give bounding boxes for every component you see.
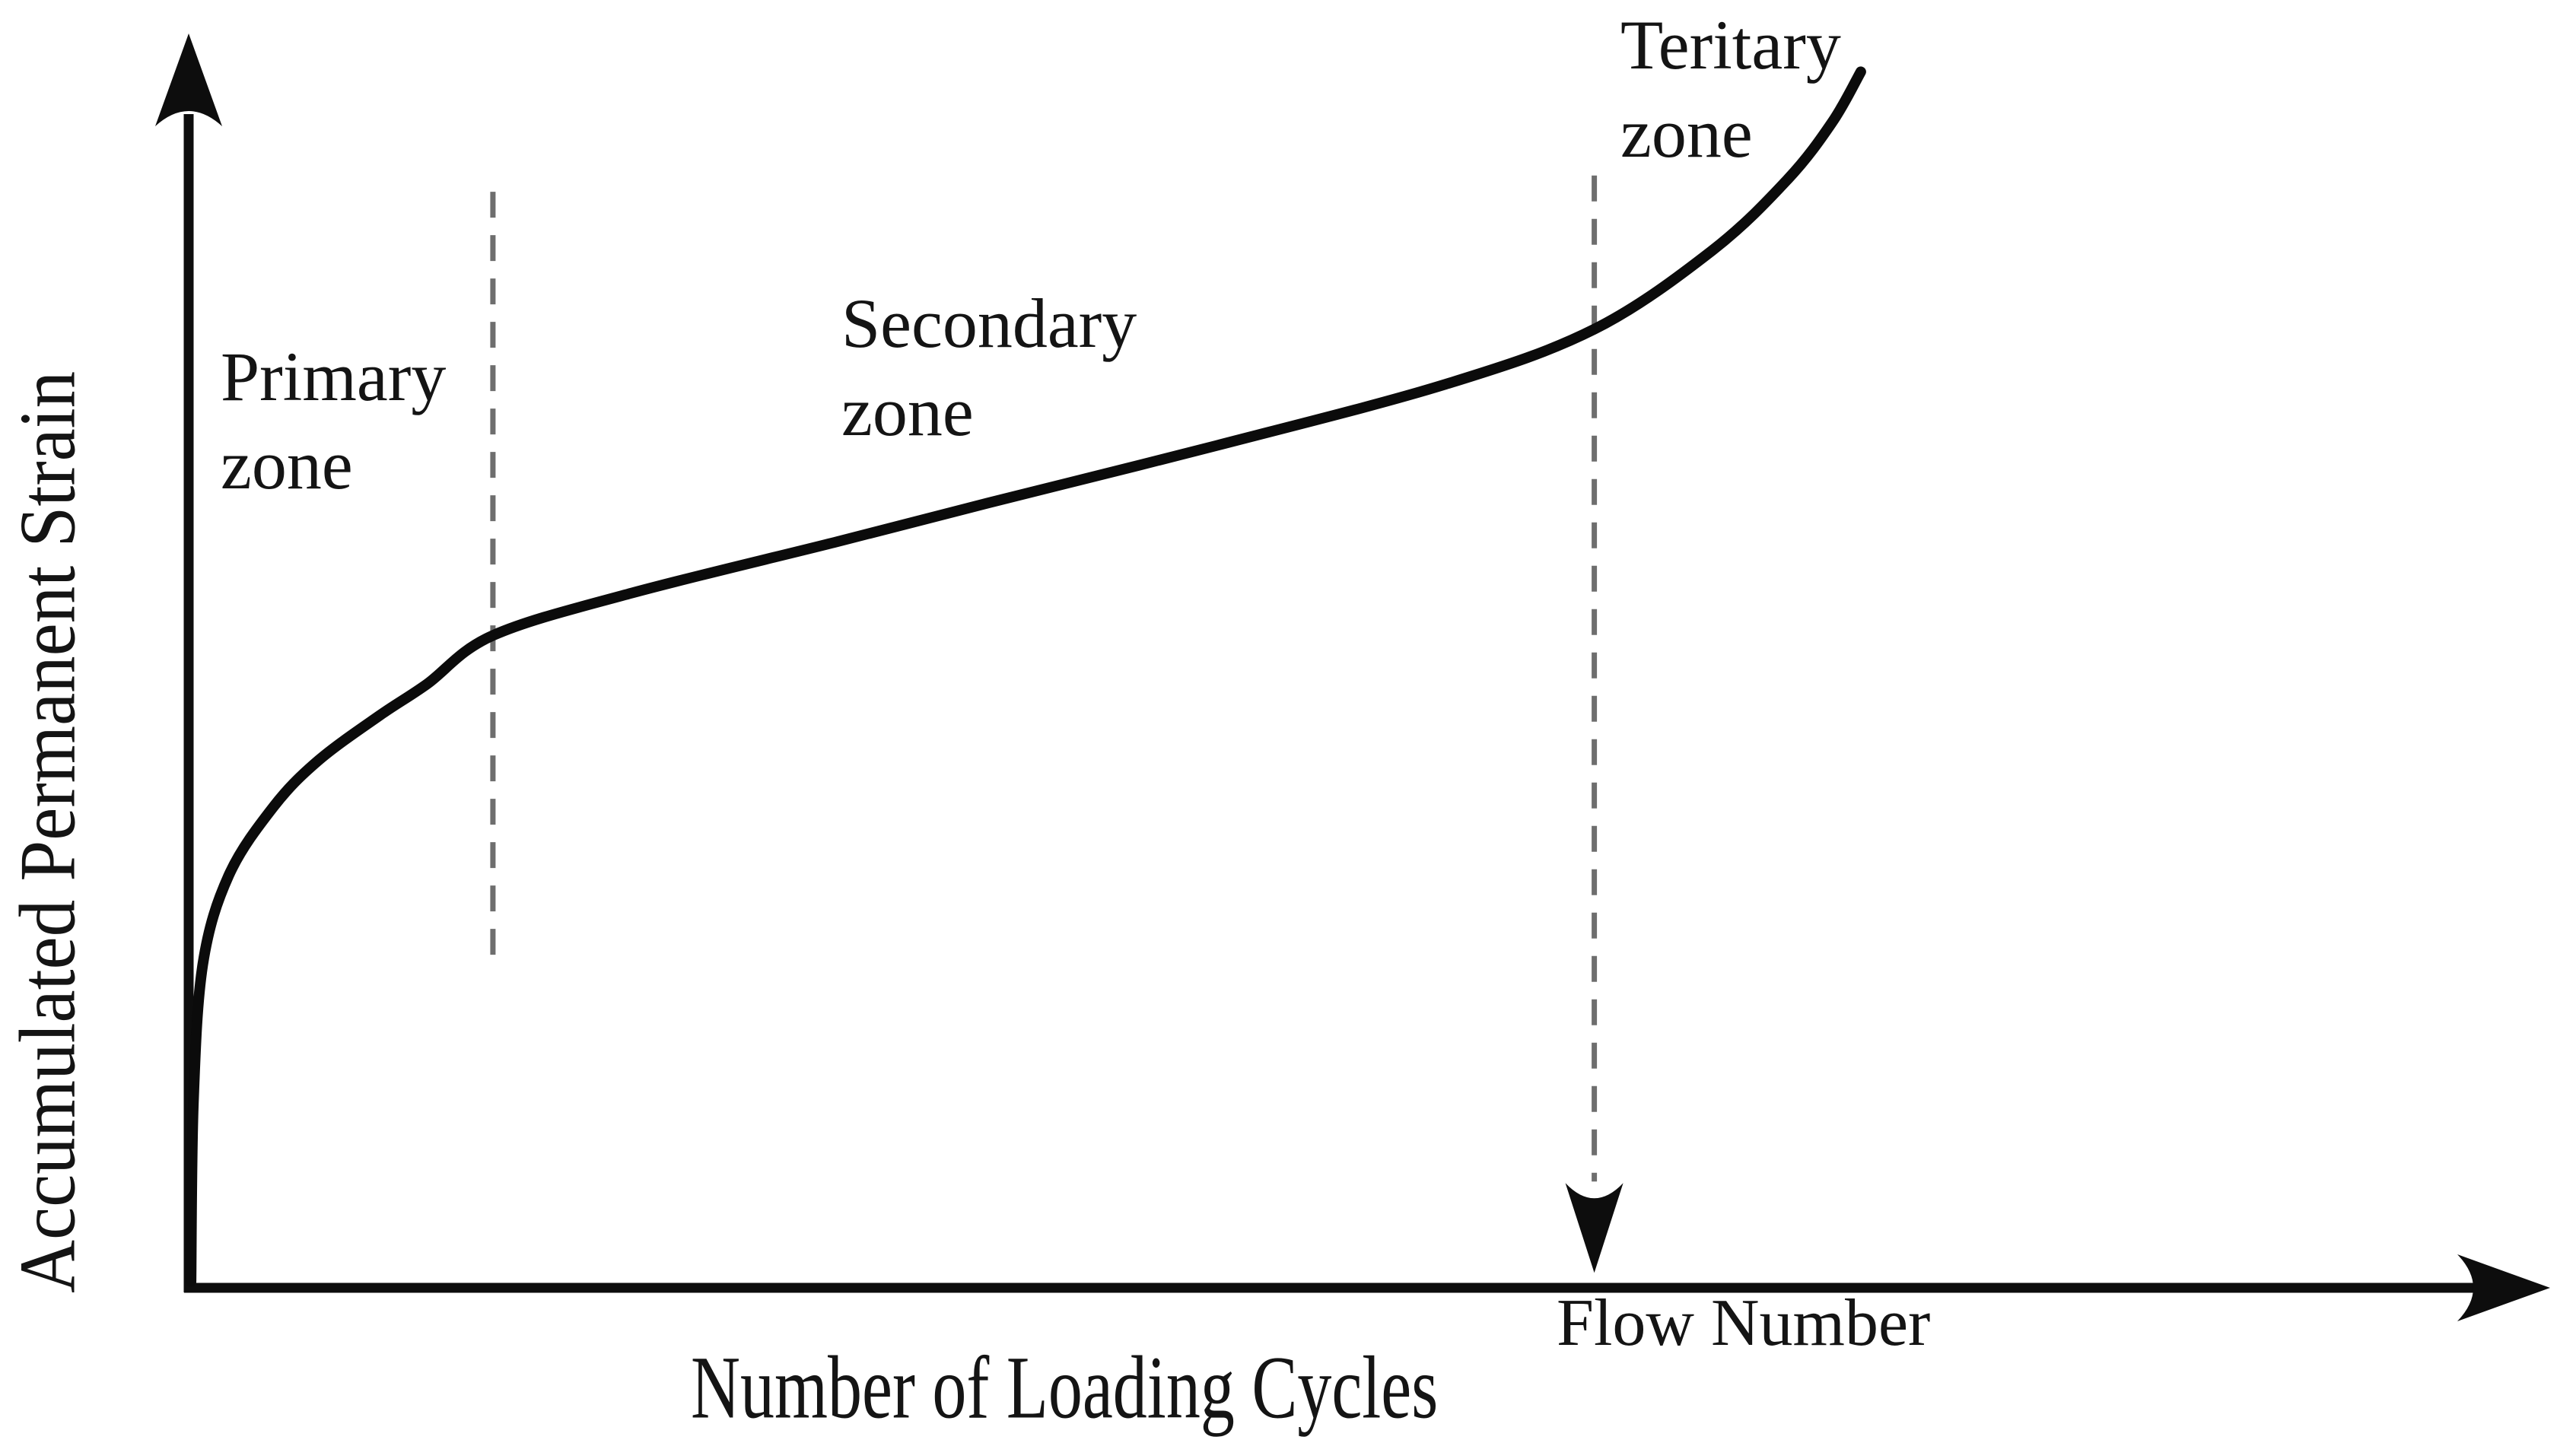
tertiary-zone-label: Teritary zone [1620, 6, 1841, 172]
flow-number-down-arrowhead-icon [1565, 1183, 1624, 1273]
y-axis-label: Accumulated Permanent Strain [3, 370, 92, 1293]
x-axis-label: Number of Loading Cycles [691, 1337, 1439, 1438]
secondary-zone-label: Secondary zone [841, 284, 1137, 450]
y-axis-arrowhead-icon [155, 33, 222, 126]
strain-curve [186, 66, 1866, 1287]
flow-number-label: Flow Number [1557, 1286, 1931, 1360]
x-axis-arrowhead-icon [2457, 1254, 2550, 1321]
primary-zone-label: Primary zone [221, 338, 447, 504]
